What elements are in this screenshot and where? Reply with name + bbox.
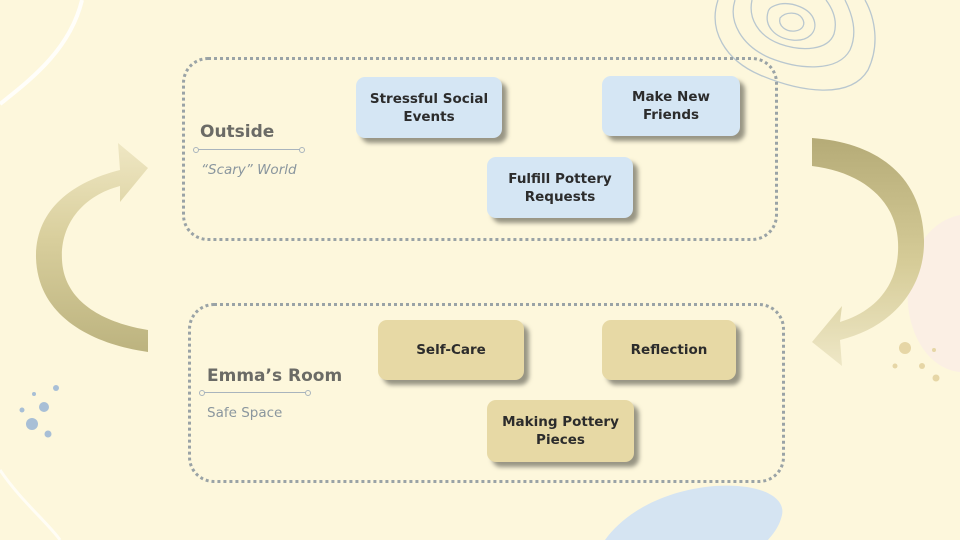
card-making-pottery-pieces: Making Pottery Pieces — [487, 400, 634, 462]
room-zone-subtitle: Safe Space — [207, 405, 283, 421]
dots-decoration — [892, 342, 940, 382]
room-zone-title: Emma’s Room — [207, 366, 343, 386]
room-zone — [188, 303, 785, 483]
outside-zone-divider — [193, 147, 305, 153]
card-self-care: Self-Care — [378, 320, 524, 380]
white-swirl-decoration — [0, 0, 84, 106]
arrow-to-room-icon — [812, 138, 925, 366]
card-make-new-friends: Make New Friends — [602, 76, 740, 136]
card-reflection: Reflection — [602, 320, 736, 380]
outside-zone — [182, 57, 778, 241]
arrow-to-outside-icon — [35, 143, 148, 352]
outside-zone-subtitle: “Scary” World — [201, 162, 297, 178]
white-swirl-decoration-2 — [0, 469, 62, 540]
card-fulfill-pottery-requests: Fulfill Pottery Requests — [487, 157, 633, 218]
room-zone-divider — [199, 390, 311, 396]
speckle-decoration — [19, 385, 59, 438]
card-stressful-social-events: Stressful Social Events — [356, 77, 502, 138]
contour-lines-decoration — [714, 0, 876, 91]
blue-blob-decoration — [605, 485, 783, 540]
outside-zone-title: Outside — [200, 122, 275, 142]
